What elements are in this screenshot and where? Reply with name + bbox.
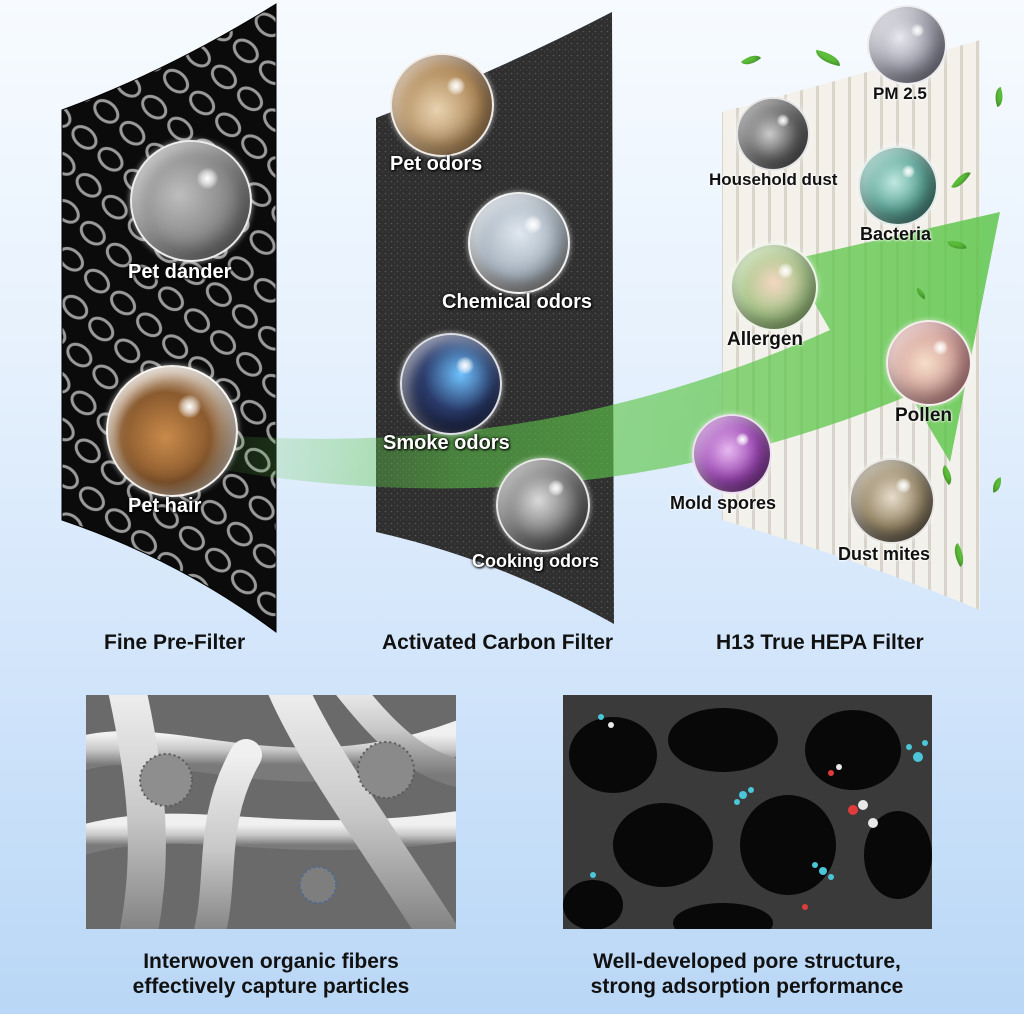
pet-odors-label: Pet odors [390,153,483,175]
smoke-bubble-icon [400,333,502,435]
mite-bubble-icon [849,458,935,544]
fiber-caption: Interwoven organic fibers effectively ca… [86,949,456,999]
pore-caption: Well-developed pore structure, strong ad… [540,949,954,999]
cooking-odors-label: Cooking odors [472,551,599,571]
dog-bubble-icon [390,53,494,157]
household-dust-label: Household dust [709,170,838,189]
pore-caption-line2: strong adsorption performance [590,975,904,998]
pet-dander-label: Pet dander [128,261,232,283]
bacteria-label: Bacteria [860,224,932,244]
airflow-arrow [170,212,1000,489]
fiber-closeup-image [86,695,456,929]
fiber-caption-line2: effectively capture particles [132,975,410,998]
pm25-label: PM 2.5 [873,84,927,103]
carbon-filter-title: Activated Carbon Filter [382,631,614,654]
fur-bubble-icon [130,140,252,262]
dust-mites-label: Dust mites [838,544,931,564]
factory-bubble-icon [468,192,570,294]
smoke-odors-label: Smoke odors [383,432,510,454]
pore-caption-line1: Well-developed pore structure, [593,950,901,973]
pet-hair-label: Pet hair [128,495,202,517]
particle-bubble-icon [867,5,947,85]
hepa-filter-title: H13 True HEPA Filter [716,631,924,654]
pollen-bubble-icon [886,320,972,406]
cat-dog-bubble-icon [106,365,238,497]
fiber-caption-line1: Interwoven organic fibers [143,950,399,973]
sneeze-bubble-icon [730,243,818,331]
pollen-label: Pollen [895,405,953,426]
bacteria-bubble-icon [858,146,938,226]
pre-filter-title: Fine Pre-Filter [104,631,246,654]
filter-panels [61,3,1000,633]
spore-bubble-icon [692,414,772,494]
chemical-odors-label: Chemical odors [442,291,593,313]
dust-bubble-icon [736,97,810,171]
allergen-label: Allergen [727,329,804,350]
mold-spores-label: Mold spores [670,493,777,513]
steam-bubble-icon [496,458,590,552]
pore-closeup-image [563,695,932,929]
pre-filter-panel [61,3,277,633]
